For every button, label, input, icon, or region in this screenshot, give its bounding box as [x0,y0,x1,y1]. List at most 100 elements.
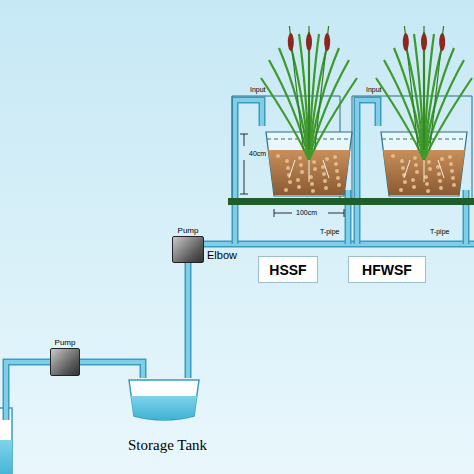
pebble [337,183,341,187]
pebble [285,159,289,163]
pebble [439,186,443,190]
roots [404,160,444,182]
pipe-outline [185,263,192,378]
pebble [440,157,444,161]
storage-tank: Storage Tank [128,378,200,422]
main-pipe [204,241,474,248]
pebble [450,169,454,173]
part-label: Input [250,86,266,93]
part-label: Elbow [207,250,237,261]
roots [289,160,329,182]
main-pipe [204,242,474,246]
pebble [299,163,303,167]
pebble [391,154,395,158]
pipe-outline [80,362,143,378]
frame [352,96,472,198]
cattail-head [306,33,312,51]
pebble [414,163,418,167]
pump-box: Pump [172,236,204,263]
system-label: HFWSF [362,263,412,277]
system-label: HSSF [269,263,306,277]
dimension-line [240,134,248,194]
plant-leaf [261,78,309,160]
pebble [449,162,453,166]
wetland-illustration [0,26,474,474]
pebble [284,188,288,192]
pebble [403,180,407,184]
pebble [286,166,290,170]
pebble [313,167,317,171]
part-label: 100cm [296,209,317,216]
pebble [297,185,301,189]
part-label: Input [366,86,382,93]
pebble [298,156,302,160]
part-label: T-pipe [320,228,339,235]
pebble [437,172,441,176]
pipe-core [80,362,143,378]
pebble [276,154,280,158]
pebble [399,188,403,192]
pebble [411,178,415,182]
tank-water [131,396,197,420]
pump-label: Pump [55,339,76,347]
input-pipe [235,100,262,244]
pebble [415,170,419,174]
tank-body [129,380,199,420]
input-pipe [235,100,262,244]
pebble [426,189,430,193]
label-box: HSSF [258,256,318,283]
pebble [428,167,432,171]
plant-leaf [309,78,357,160]
pebble [325,157,329,161]
tank-label: Storage Tank [128,438,207,453]
plant-leaf [424,78,472,160]
pebble [300,170,304,174]
platform [228,198,474,205]
pebble [311,189,315,193]
pebble [296,178,300,182]
pipe-core [186,263,190,378]
part-label: 40cm [249,150,266,157]
tank-water [0,440,12,474]
pebble [334,162,338,166]
tank-shape [128,378,200,422]
pebble [451,176,455,180]
pump-box: Pump [50,348,80,376]
cattail-head [403,33,409,51]
pebble [333,155,337,159]
cattail-head [439,33,445,51]
wetland-basin [261,26,357,196]
pebble [324,186,328,190]
inlet-pipe [6,362,50,420]
pebble [312,160,316,164]
pebble [401,166,405,170]
pebble [427,160,431,164]
pipe-connector [188,263,189,378]
pebble [323,179,327,183]
pebble [425,182,429,186]
cattail-head [421,33,427,51]
pebble [310,182,314,186]
pebble [424,175,428,179]
input-pipe [357,100,378,244]
cattail-head [288,33,294,51]
plant-leaf [376,78,424,160]
pebble [309,175,313,179]
pebble [335,169,339,173]
label-box: HFWSF [348,256,426,283]
pebble [336,176,340,180]
pump-label: Pump [178,227,199,235]
dimension-line [274,209,344,217]
pebble [452,183,456,187]
pebble [413,156,417,160]
inlet-pipe [6,362,50,420]
part-label: T-pipe [430,228,449,235]
pebble [322,172,326,176]
pipe-connector [80,362,143,378]
pebble [400,159,404,163]
